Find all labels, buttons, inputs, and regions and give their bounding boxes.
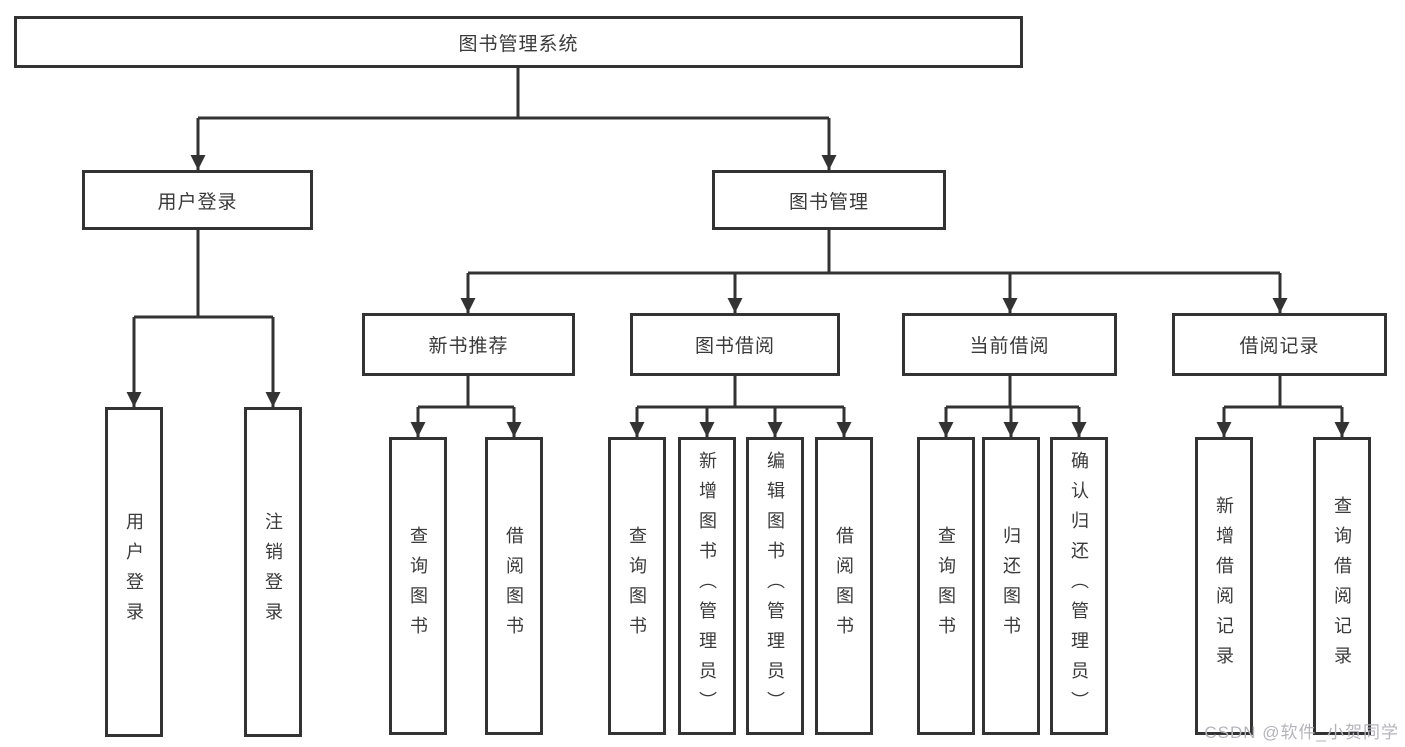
leaf-records-query-record: 查询借阅记录 (1313, 437, 1371, 735)
leaf-recommend-query-books: 查询图书 (389, 437, 447, 735)
leaf-records-add-record: 新增借阅记录 (1195, 437, 1253, 735)
leaf-borrow-borrow-books: 借阅图书 (815, 437, 873, 735)
leaf-borrow-add-books-admin: 新增图书（管理员） (678, 437, 736, 735)
leaf-user-login-label: 用户登录 (124, 512, 144, 632)
leaf-current-query-books: 查询图书 (917, 437, 975, 735)
leaf-borrow-add-books-admin-label: 新增图书（管理员） (697, 451, 717, 721)
csdn-watermark: CSDN @软件_小贺同学 (1204, 723, 1399, 742)
leaf-current-query-books-label: 查询图书 (936, 526, 956, 646)
node-borrow-records: 借阅记录 (1172, 313, 1387, 376)
leaf-records-query-record-label: 查询借阅记录 (1332, 496, 1352, 676)
leaf-recommend-borrow-books-label: 借阅图书 (504, 526, 524, 646)
leaf-current-confirm-return-admin: 确认归还（管理员） (1050, 437, 1108, 735)
node-current-borrow: 当前借阅 (902, 313, 1117, 376)
leaf-logout: 注销登录 (244, 407, 302, 737)
leaf-current-return-books-label: 归还图书 (1001, 526, 1021, 646)
node-library-system: 图书管理系统 (14, 16, 1023, 68)
leaf-records-add-record-label: 新增借阅记录 (1214, 496, 1234, 676)
leaf-recommend-query-books-label: 查询图书 (408, 526, 428, 646)
leaf-logout-label: 注销登录 (263, 512, 283, 632)
leaf-borrow-query-books: 查询图书 (608, 437, 666, 735)
node-user-login: 用户登录 (82, 170, 313, 230)
leaf-borrow-borrow-books-label: 借阅图书 (834, 526, 854, 646)
leaf-borrow-query-books-label: 查询图书 (627, 526, 647, 646)
leaf-borrow-edit-books-admin: 编辑图书（管理员） (746, 437, 804, 735)
leaf-user-login: 用户登录 (105, 407, 163, 737)
node-new-book-recommend: 新书推荐 (362, 313, 575, 376)
leaf-recommend-borrow-books: 借阅图书 (485, 437, 543, 735)
leaf-borrow-edit-books-admin-label: 编辑图书（管理员） (765, 451, 785, 721)
leaf-current-return-books: 归还图书 (982, 437, 1040, 735)
node-book-borrow: 图书借阅 (630, 313, 840, 376)
node-book-management: 图书管理 (712, 170, 946, 230)
leaf-current-confirm-return-admin-label: 确认归还（管理员） (1069, 451, 1089, 721)
